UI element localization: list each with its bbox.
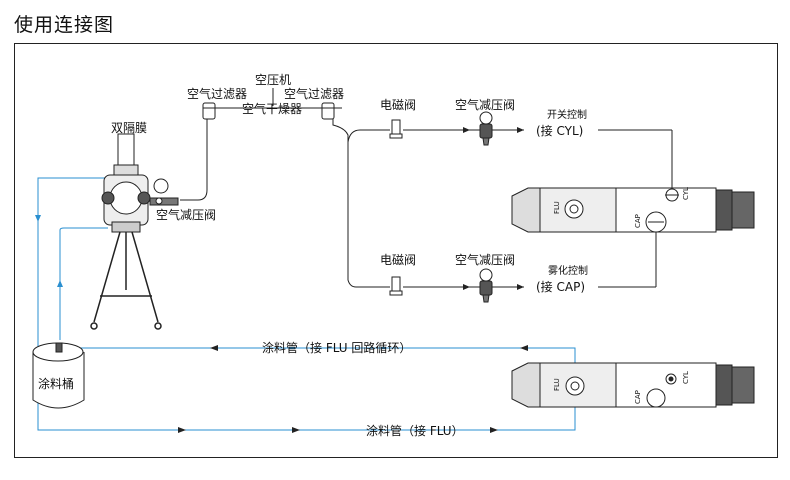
tripod-stand xyxy=(90,231,162,330)
feed-arrow-2 xyxy=(292,427,300,433)
diagram-labels: 空压机 空气过滤器 空气过滤器 空气干燥器 双隔膜 空气减压阀 电磁阀 空气减压… xyxy=(38,73,690,438)
air-lines xyxy=(180,88,673,290)
air-regulator-top xyxy=(479,111,493,146)
label-regulator-top: 空气减压阀 xyxy=(455,97,515,112)
label-switch-control: 开关控制 xyxy=(547,108,587,121)
feed-arrow-1 xyxy=(178,427,186,433)
gun1-cyl-label: CYL xyxy=(682,187,690,200)
label-air-filter-right: 空气过滤器 xyxy=(284,86,344,101)
label-pump-regulator: 空气减压阀 xyxy=(156,207,216,222)
label-air-dryer: 空气干燥器 xyxy=(242,101,302,116)
paint-bucket xyxy=(32,342,85,409)
right-air-trunk xyxy=(332,118,390,288)
gun2-cyl-label: CYL xyxy=(682,371,690,384)
solenoid-valve-top xyxy=(389,119,403,139)
label-paint-bucket: 涂料桶 xyxy=(38,376,74,391)
return-arrow-2 xyxy=(520,345,528,351)
pump-air-line xyxy=(180,118,208,201)
spray-gun-top xyxy=(511,187,755,233)
label-connect-cyl: (接 CYL) xyxy=(536,123,583,138)
label-solenoid-bottom: 电磁阀 xyxy=(380,252,416,267)
solenoid-valve-bottom xyxy=(389,276,403,296)
label-compressor: 空压机 xyxy=(255,73,291,87)
label-diaphragm: 双隔膜 xyxy=(111,121,147,135)
gun1-flu-label: FLU xyxy=(553,201,561,214)
air-regulator-bottom xyxy=(479,268,493,303)
label-solenoid-top: 电磁阀 xyxy=(380,97,416,112)
gun2-cap-label: CAP xyxy=(634,390,642,404)
label-connect-cap: (接 CAP) xyxy=(536,279,585,294)
gun1-cap-label: CAP xyxy=(634,214,642,228)
feed-arrow-3 xyxy=(490,427,498,433)
label-paint-tube-flu: 涂料管（接 FLU） xyxy=(366,423,464,438)
paint-arrows xyxy=(35,215,528,433)
label-air-filter-left: 空气过滤器 xyxy=(187,86,247,101)
gun2-flu-label: FLU xyxy=(553,378,561,391)
label-atomize-control: 雾化控制 xyxy=(548,264,588,277)
label-regulator-bottom: 空气减压阀 xyxy=(455,252,515,267)
label-paint-tube-return: 涂料管（接 FLU 回路循环） xyxy=(262,340,411,355)
diaphragm-pump xyxy=(101,133,179,233)
air-filter-right xyxy=(321,102,335,120)
paint-feed-loop xyxy=(37,177,576,431)
paint-suction-line xyxy=(59,227,108,340)
page-title: 使用连接图 xyxy=(14,14,115,36)
air-filter-left xyxy=(202,102,216,120)
diagram-frame xyxy=(14,43,778,458)
spray-gun-bottom xyxy=(511,362,755,408)
top-branch-line xyxy=(347,129,390,143)
return-arrow-1 xyxy=(210,345,218,351)
